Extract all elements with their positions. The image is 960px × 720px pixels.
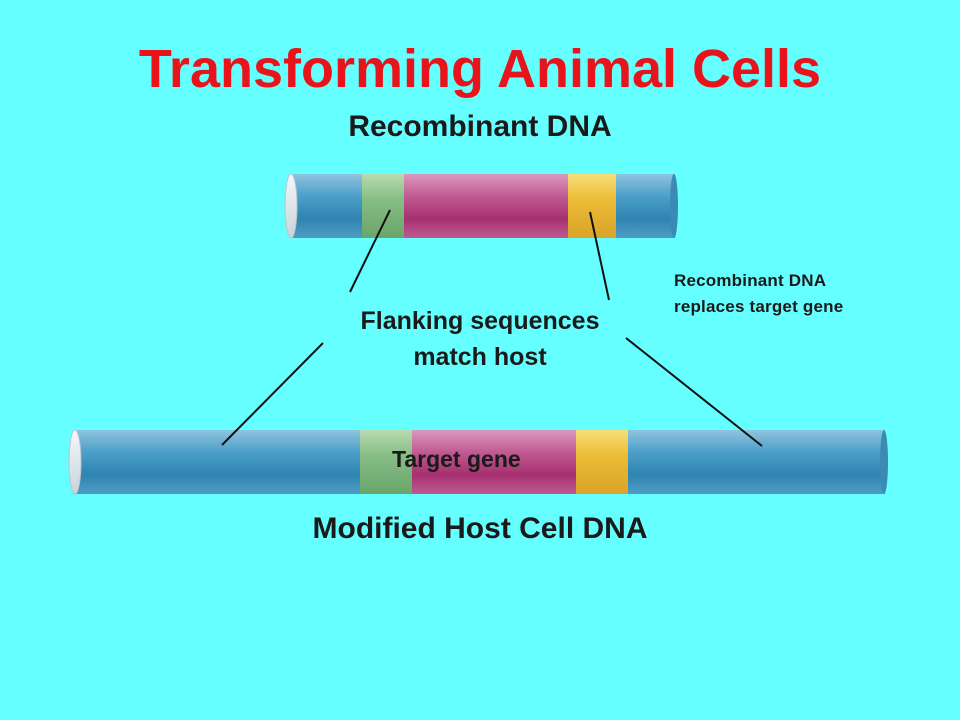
- strand-end-cap-left: [284, 173, 298, 239]
- segment-blue-right: [628, 430, 885, 494]
- flanking-sequences-label: Flanking sequences match host: [300, 303, 660, 375]
- segment-blue-left: [290, 174, 362, 238]
- pointer-lines: [221, 209, 763, 447]
- segment-gene-magenta: [404, 174, 568, 238]
- segment-gene-magenta: [412, 430, 576, 494]
- segment-marker-yellow: [576, 430, 628, 494]
- pointer-line-right-upper: [589, 211, 610, 301]
- replaces-label-line1: Recombinant DNA: [674, 271, 827, 290]
- target-gene-label: Target gene: [392, 446, 521, 472]
- flanking-label-line2: match host: [413, 343, 547, 371]
- recombinant-dna-heading: Recombinant DNA: [348, 110, 612, 143]
- segment-flank-green: [360, 430, 412, 494]
- segment-blue-right: [616, 174, 675, 238]
- segment-blue-left: [73, 430, 360, 494]
- strand-end-cap-left: [68, 429, 82, 495]
- strand-end-right: [670, 174, 678, 238]
- strand-end-right: [880, 430, 888, 494]
- replaces-target-label: Recombinant DNA replaces target gene: [674, 268, 843, 320]
- modified-host-dna-label: Modified Host Cell DNA: [312, 512, 648, 545]
- segment-marker-yellow: [568, 174, 616, 238]
- pointer-line-right-lower: [625, 337, 763, 447]
- page-title: Transforming Animal Cells: [138, 39, 822, 99]
- segment-flank-green: [362, 174, 404, 238]
- pointer-line-left-upper: [349, 209, 391, 293]
- pointer-line-left-lower: [221, 342, 324, 446]
- replaces-label-line2: replaces target gene: [674, 297, 844, 316]
- flanking-label-line1: Flanking sequences: [360, 307, 600, 335]
- recombinant-dna-strand: [284, 173, 678, 239]
